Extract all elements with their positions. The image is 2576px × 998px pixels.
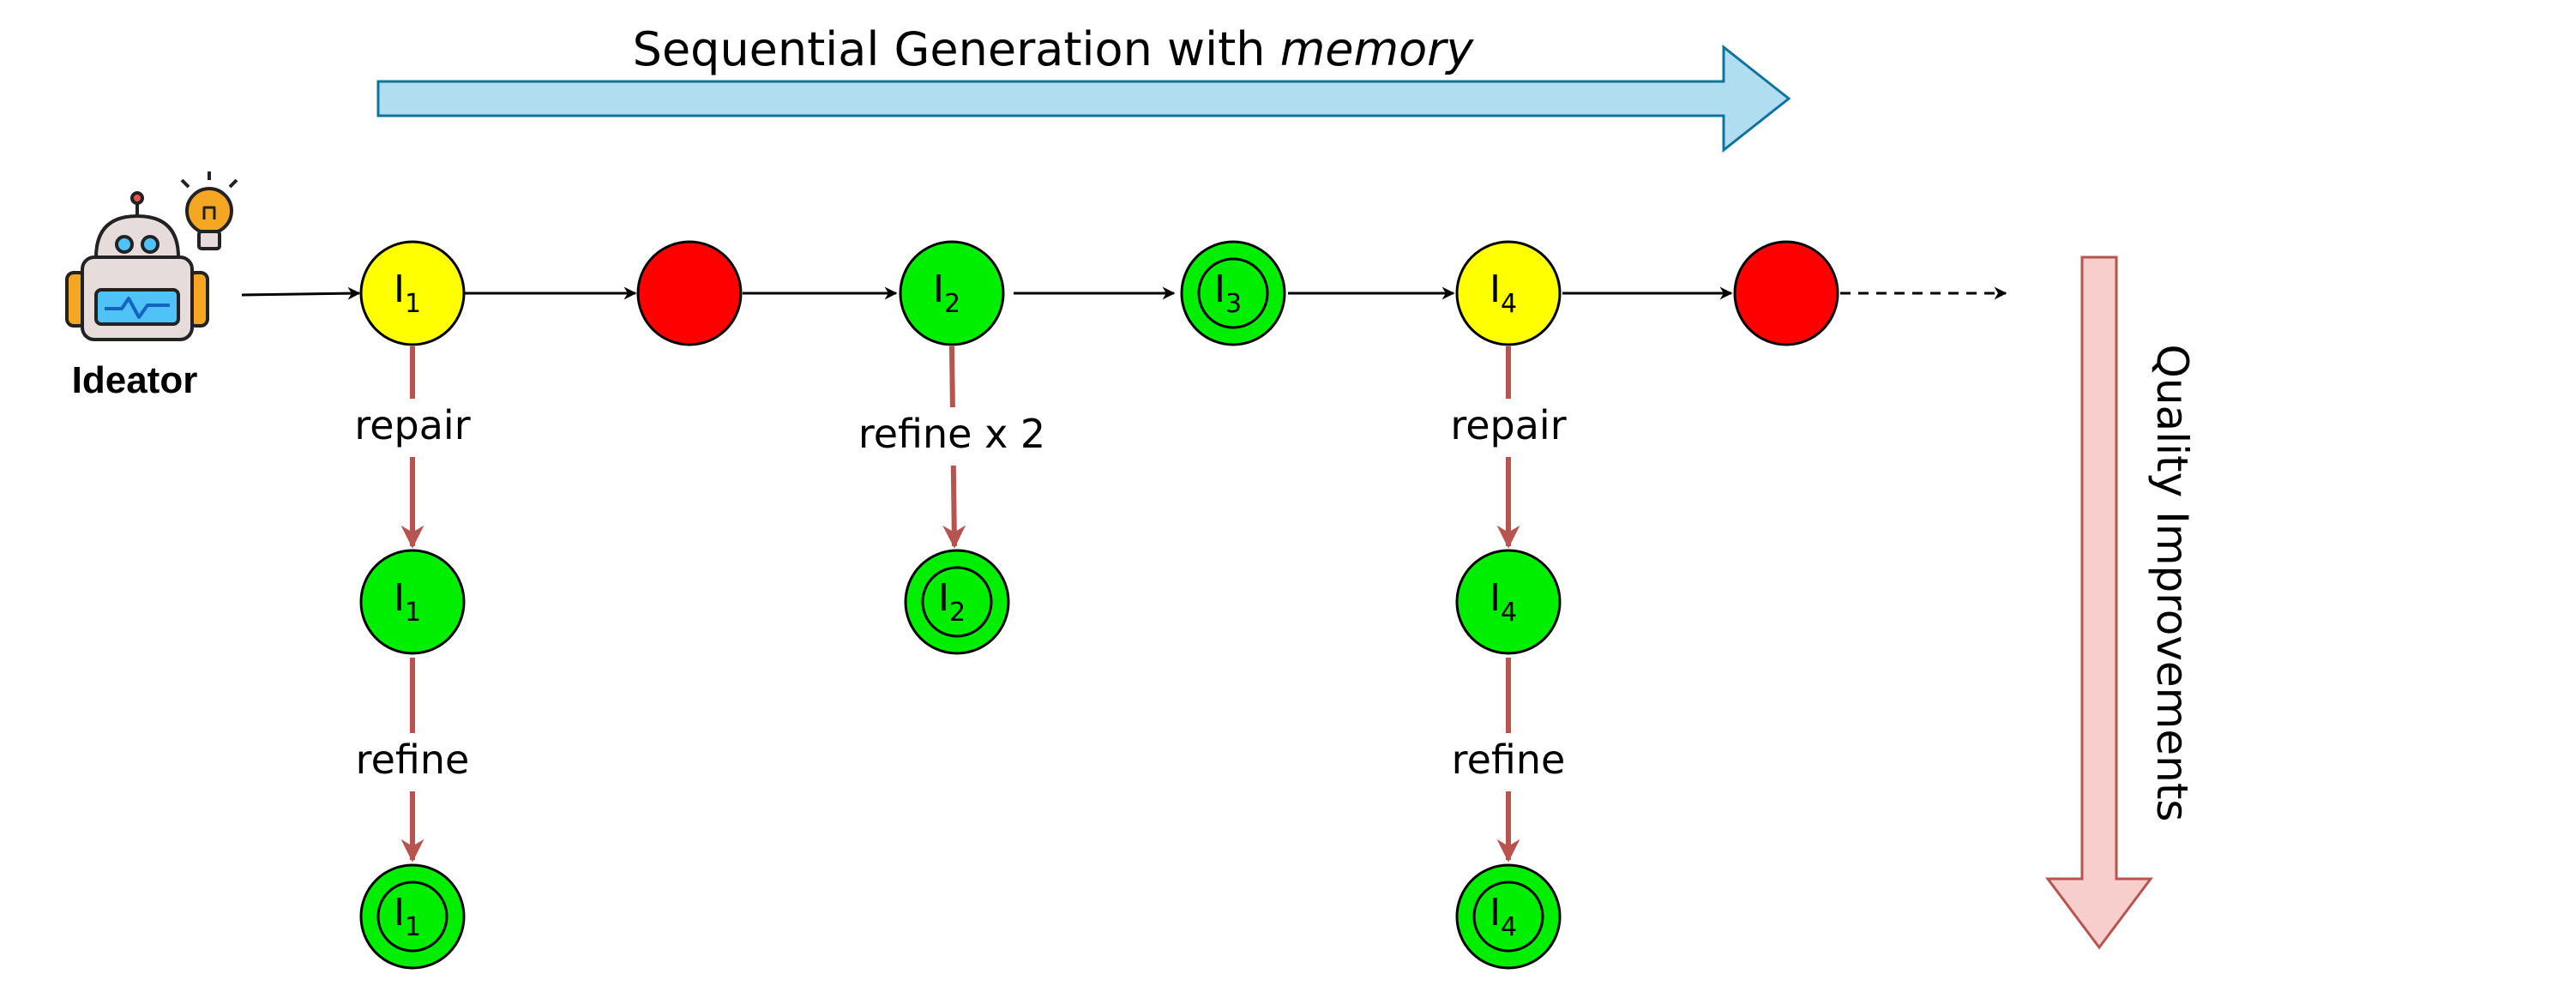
idea-node-n6 bbox=[1733, 240, 1839, 346]
node-subscript: 4 bbox=[1501, 289, 1517, 319]
flow-edges bbox=[241, 286, 2007, 300]
node-subscript: 2 bbox=[949, 598, 966, 628]
node-subscript: 3 bbox=[1225, 289, 1242, 319]
edge-label-repair-1: repair bbox=[354, 402, 470, 448]
side-arrow-label: Quality Improvements bbox=[2147, 345, 2197, 822]
node-label: I4 bbox=[1490, 891, 1517, 942]
node-subscript: 2 bbox=[944, 289, 960, 319]
idea-node-n5: I4 bbox=[1455, 240, 1562, 346]
edge-label-refine-1: refine bbox=[356, 736, 470, 783]
node-subscript: 1 bbox=[405, 598, 421, 628]
edge-label-refine-x2: refine x 2 bbox=[858, 411, 1045, 457]
idea-node-n3: I2 bbox=[899, 240, 1005, 346]
ideator-label: Ideator bbox=[72, 359, 198, 401]
node-subscript: 1 bbox=[405, 912, 421, 942]
top-arrow-title: Sequential Generation with memory bbox=[633, 22, 1475, 76]
idea-node-n2 bbox=[636, 240, 743, 346]
idea-node-n1b: I1 bbox=[359, 863, 466, 970]
robot-icon bbox=[65, 191, 209, 341]
idea-node-n1a: I1 bbox=[359, 549, 466, 655]
edge-label-repair-2: repair bbox=[1450, 402, 1566, 448]
node-subscript: 4 bbox=[1501, 912, 1517, 942]
quality-improvements-arrow bbox=[2045, 256, 2153, 950]
idea-node-n5a: I4 bbox=[1455, 549, 1562, 655]
edge-ideator-n1 bbox=[241, 286, 361, 300]
idea-node-n3a: I2 bbox=[904, 549, 1010, 655]
idea-node-n4: I3 bbox=[1180, 240, 1286, 346]
idea-node-n1: I1 bbox=[359, 240, 466, 346]
sequential-generation-arrow bbox=[376, 44, 1791, 153]
node-subscript: 4 bbox=[1501, 598, 1517, 628]
lightbulb-icon bbox=[180, 171, 238, 250]
edge-label-refine-2: refine bbox=[1452, 736, 1566, 783]
node-subscript: 1 bbox=[405, 289, 421, 319]
idea-node-n5b: I4 bbox=[1455, 863, 1562, 970]
